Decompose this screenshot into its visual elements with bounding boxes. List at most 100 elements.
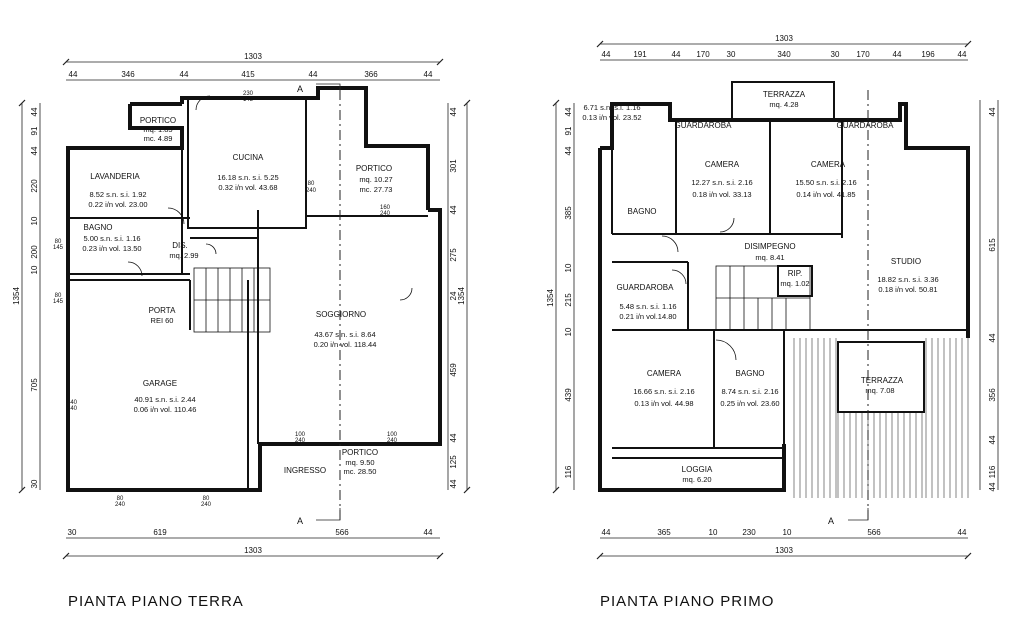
section-axis: A A (297, 83, 341, 526)
stair (193, 267, 271, 333)
tag-4b: 240 (67, 406, 78, 412)
bottom-dimensions: 30 619 566 44 1303 (62, 528, 444, 560)
dim-left-first-3: 385 (564, 206, 573, 220)
tag-1b: 240 (306, 188, 317, 194)
dim-left-7: 705 (30, 378, 39, 392)
room-portico-small-name: PORTICO (140, 116, 176, 125)
tag-4a: 440 (67, 400, 78, 406)
dim-top-3: 415 (241, 70, 255, 79)
room-portico-small-line1: mq. 1.85 (143, 125, 172, 134)
room-bagno-line1: 5.00 s.n. s.i. 1.16 (83, 234, 140, 243)
dim-bottom-first-0: 44 (602, 528, 611, 537)
room-terrazza-2-line1: mq. 7.08 (865, 386, 894, 395)
section-label-first-bottom: A (828, 516, 834, 526)
dim-right-5: 459 (449, 363, 458, 377)
room-disimpegno-name: DISIMPEGNO (744, 242, 795, 251)
room-camera-2-name: CAMERA (811, 160, 846, 169)
room-camera-1-line2: 0.18 i/n vol. 33.13 (692, 190, 751, 199)
dim-bottom-2: 566 (335, 528, 349, 537)
room-rip-line1: mq. 1.02 (780, 279, 809, 288)
tag-9b: 240 (201, 502, 212, 508)
room-studio-name: STUDIO (891, 257, 921, 266)
room-garage-line1: 40.91 s.n. s.i. 2.44 (134, 395, 195, 404)
dim-left-first-5: 215 (564, 293, 573, 307)
room-disimpegno-line1: mq. 8.41 (755, 253, 784, 262)
dim-top-6: 44 (424, 70, 433, 79)
dim-top-first-9: 196 (921, 50, 935, 59)
dim-left-1: 91 (30, 126, 39, 135)
section-axis-first: A (828, 90, 869, 526)
dim-top-first-8: 44 (893, 50, 902, 59)
room-guardaroba-a-name: GUARDAROBA (675, 121, 733, 130)
doors (127, 95, 413, 301)
walls (66, 86, 442, 492)
room-ingresso-name: INGRESSO (284, 466, 326, 475)
dim-right-first-1: 615 (988, 238, 997, 252)
dim-left-first-8: 116 (564, 465, 573, 478)
section-label-top: A (297, 84, 303, 94)
dim-bottom-first-1: 365 (657, 528, 671, 537)
dim-left-8: 30 (30, 479, 39, 488)
room-camera-1-name: CAMERA (705, 160, 740, 169)
dim-left-2: 44 (30, 146, 39, 155)
dim-left-first-7: 439 (564, 388, 573, 402)
room-dis-line1: mq. 2.99 (169, 251, 198, 260)
room-garage-name: GARAGE (143, 379, 177, 388)
tag-9a: 80 (203, 496, 210, 502)
terrace-hatch (793, 338, 969, 498)
room-bagno-2-line1: 8.74 s.n. s.i. 2.16 (721, 387, 778, 396)
room-studio-line1: 18.82 s.n. s.i. 3.36 (877, 275, 938, 284)
room-cucina-line2: 0.32 i/n vol. 43.68 (218, 183, 277, 192)
room-bagno-2-name: BAGNO (736, 369, 765, 378)
room-bagno-top-line1: 6.71 s.n. s.i. 1.16 (583, 103, 640, 112)
tag-1a: 80 (308, 181, 315, 187)
tag-8a: 80 (117, 496, 124, 502)
dim-left-first-2: 44 (564, 146, 573, 155)
dim-top-first-10: 44 (958, 50, 967, 59)
dim-right-3: 275 (449, 248, 458, 262)
room-dis-name: DIS. (172, 241, 188, 250)
dim-bottom-first-2: 10 (709, 528, 718, 537)
room-guardaroba-c-name: GUARDAROBA (617, 283, 675, 292)
tag-6b: 240 (295, 438, 306, 444)
dim-left-total-first: 1354 (546, 289, 555, 307)
top-total-dimension-first: 1303 (596, 34, 972, 48)
room-terrazza-top-line1: mq. 4.28 (769, 100, 798, 109)
tag-0a: 230 (243, 91, 254, 97)
top-partial-dimensions-first: 44 191 44 170 30 340 30 170 44 196 44 (600, 50, 968, 61)
bottom-dimensions-first: 44 365 10 230 10 566 44 1303 (596, 528, 972, 560)
dim-top-first-2: 44 (672, 50, 681, 59)
room-bagno-1-name: BAGNO (628, 207, 657, 216)
room-terrazza-top-name: TERRAZZA (763, 90, 806, 99)
tag-7a: 100 (387, 432, 398, 438)
room-soggiorno-line1: 43.67 s.n. s.i. 8.64 (314, 330, 375, 339)
plan-first-floor: 1303 44 191 44 170 30 340 30 170 44 196 … (546, 34, 999, 610)
dim-right-first-6: 44 (988, 482, 997, 491)
room-cucina-name: CUCINA (233, 153, 264, 162)
room-terrazza-2-name: TERRAZZA (861, 376, 904, 385)
dim-right-2: 44 (449, 205, 458, 214)
room-camera-2-line2: 0.14 i/n vol. 41.85 (796, 190, 855, 199)
dim-bottom-1: 619 (153, 528, 167, 537)
dim-top-total: 1303 (244, 52, 262, 61)
room-portico-east-name: PORTICO (356, 164, 392, 173)
room-labels-first: TERRAZZA mq. 4.28 6.71 s.n. s.i. 1.16 0.… (582, 90, 938, 484)
dim-top-first-5: 340 (777, 50, 791, 59)
dim-right-first-5: 116 (988, 465, 997, 478)
room-cucina-line1: 16.18 s.n. s.i. 5.25 (217, 173, 278, 182)
room-rip-name: RIP. (788, 269, 803, 278)
room-bagno-name: BAGNO (84, 223, 113, 232)
dim-right-7: 125 (449, 455, 458, 469)
room-garage-line2: 0.06 i/n vol. 110.46 (134, 405, 197, 414)
room-loggia-name: LOGGIA (682, 465, 713, 474)
room-portico-east-line2: mc. 27.73 (360, 185, 393, 194)
dim-right-first-4: 44 (988, 435, 997, 444)
room-bagno-top-line2: 0.13 i/n vol. 23.52 (582, 113, 641, 122)
tag-2a: 80 (55, 239, 62, 245)
dim-top-2: 44 (180, 70, 189, 79)
tag-3b: 145 (53, 299, 64, 305)
tag-5a: 160 (380, 205, 391, 211)
dim-top-5: 366 (364, 70, 378, 79)
dim-bottom-first-6: 44 (958, 528, 967, 537)
